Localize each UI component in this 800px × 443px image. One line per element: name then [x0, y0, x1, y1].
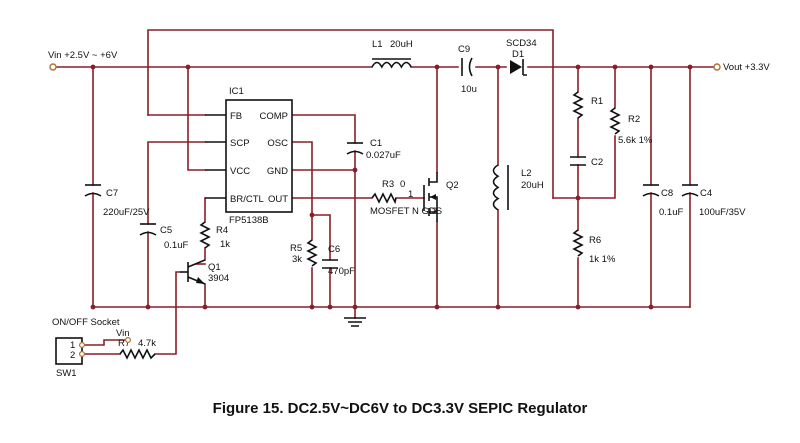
ic1-pin-out: OUT	[268, 194, 288, 205]
c6-ref: C6	[328, 244, 340, 255]
c4-capacitor: C4 100uF/35V	[681, 184, 746, 218]
r2-ref: R2	[628, 114, 640, 125]
ic1-pin-comp: COMP	[260, 111, 289, 122]
c6-value: 470pF	[328, 266, 355, 277]
r3-resistor: R3 0	[371, 179, 405, 205]
r7-ref: R7	[118, 338, 130, 349]
r4-ref: R4	[216, 225, 228, 236]
c7-value: 220uF/25V	[103, 207, 150, 218]
c8-value: 0.1uF	[659, 207, 683, 218]
r5-resistor: R5 3k	[290, 239, 318, 267]
r3-value: 0	[400, 179, 405, 190]
c6-capacitor: C6 470pF	[322, 244, 355, 277]
r7-resistor: R7 4.7k	[118, 338, 156, 360]
c1-capacitor: C1 0.027uF	[346, 138, 401, 161]
r6-value: 1k 1%	[589, 254, 616, 265]
vout-terminal	[713, 63, 721, 71]
r2-resistor: R2 5.6k 1%	[609, 107, 653, 146]
c5-value: 0.1uF	[164, 240, 188, 251]
r2-value: 5.6k 1%	[618, 135, 653, 146]
c9-value: 10u	[461, 84, 477, 95]
q2-value: MOSFET N GDS	[370, 206, 442, 217]
vout-label: Vout +3.3V	[723, 62, 770, 73]
c9-ref: C9	[458, 44, 470, 55]
c8-capacitor: C8 0.1uF	[642, 184, 683, 218]
wires	[52, 29, 715, 355]
d1-ref: D1	[512, 49, 524, 60]
junctions	[90, 64, 693, 310]
r7-value: 4.7k	[138, 338, 156, 349]
ic1-pin-scp: SCP	[230, 138, 250, 149]
sw1-net: Vin	[116, 328, 130, 339]
r6-ref: R6	[589, 235, 601, 246]
c9-capacitor: C9 10u	[458, 44, 477, 95]
c2-capacitor: C2	[570, 156, 603, 168]
sw1-pin2: 2	[70, 350, 75, 361]
l1-ref: L1	[372, 39, 383, 50]
c7-ref: C7	[106, 188, 118, 199]
ic1-pin-fb: FB	[230, 111, 242, 122]
q1-transistor: Q1 3904	[180, 259, 229, 285]
c7-capacitor: C7 220uF/25V	[84, 184, 150, 218]
l1-value: 20uH	[390, 39, 413, 50]
c2-ref: C2	[591, 157, 603, 168]
r1-ref: R1	[591, 96, 603, 107]
c1-value: 0.027uF	[366, 150, 401, 161]
sw1-title: ON/OFF Socket	[52, 317, 120, 328]
q2-mosfet: Q2 MOSFET N GDS 1 3	[370, 172, 459, 222]
ic1-pin-brctl: BR/CTL	[230, 194, 264, 205]
ic1-pin-gnd: GND	[267, 166, 288, 177]
r1-resistor: R1	[572, 91, 603, 119]
sw1-socket: ON/OFF Socket Vin 1 2 SW1	[52, 317, 131, 379]
c1-ref: C1	[370, 138, 382, 149]
figure-caption: Figure 15. DC2.5V~DC6V to DC3.3V SEPIC R…	[213, 400, 588, 417]
vin-terminal	[49, 63, 57, 71]
ic1-part: FP5138B	[229, 215, 269, 226]
l1-inductor: L1 20uH	[371, 39, 413, 69]
sw1-pin1: 1	[70, 340, 75, 351]
d1-value: SCD34	[506, 38, 537, 49]
d1-diode: SCD34 D1	[506, 38, 537, 76]
q2-pin1: 1	[408, 189, 413, 200]
ic1-ref: IC1	[229, 86, 244, 97]
r5-value: 3k	[292, 254, 302, 265]
r5-ref: R5	[290, 243, 302, 254]
c4-ref: C4	[700, 188, 712, 199]
r4-value: 1k	[220, 239, 230, 250]
q2-ref: Q2	[446, 180, 459, 191]
q1-ref: Q1	[208, 262, 221, 273]
r6-resistor: R6 1k 1%	[572, 229, 616, 265]
ic1-pin-osc: OSC	[267, 138, 288, 149]
q2-pin3: 3	[432, 206, 437, 217]
r4-resistor: R4 1k	[199, 221, 230, 250]
vin-label: Vin +2.5V ~ +6V	[48, 50, 118, 61]
c8-ref: C8	[661, 188, 673, 199]
sw1-ref: SW1	[56, 368, 77, 379]
q1-value: 3904	[208, 273, 229, 284]
r3-ref: R3	[382, 179, 394, 190]
c5-capacitor: C5 0.1uF	[139, 223, 188, 251]
ground-symbol	[344, 317, 366, 327]
l2-ref: L2	[521, 168, 532, 179]
c4-value: 100uF/35V	[699, 207, 746, 218]
l2-inductor: L2 20uH	[492, 164, 544, 211]
ic1-chip: IC1 FP5138B FB SCP VCC BR/CTL COMP OSC G…	[205, 86, 293, 226]
c5-ref: C5	[160, 225, 172, 236]
ic1-pin-vcc: VCC	[230, 166, 250, 177]
l2-value: 20uH	[521, 180, 544, 191]
